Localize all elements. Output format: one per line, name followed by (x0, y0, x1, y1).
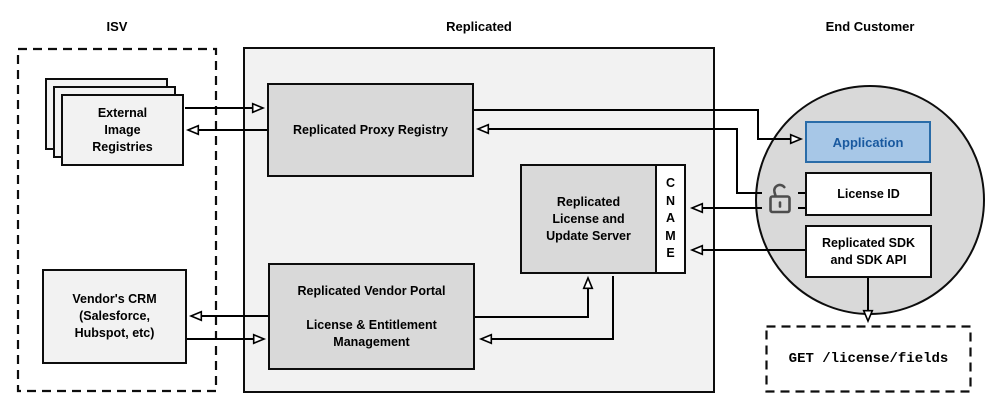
replicated-sdk-label: Replicated SDK and SDK API (821, 235, 916, 267)
open-padlock-glyph (769, 183, 791, 214)
application-box: Application (805, 121, 931, 163)
get-license-fields-label: GET /license/fields (788, 350, 949, 367)
replicated-vendor-portal-label: Replicated Vendor Portal License & Entit… (297, 283, 446, 349)
external-image-registries-box: External Image Registries (61, 94, 184, 166)
cname-label: C N A M E (665, 176, 676, 261)
section-label-end-customer: End Customer (825, 19, 915, 34)
replicated-license-update-server-box: Replicated License and Update Server (520, 164, 657, 274)
replicated-sdk-box: Replicated SDK and SDK API (805, 225, 932, 278)
get-license-fields-box: GET /license/fields (765, 325, 972, 393)
section-label-replicated: Replicated (446, 19, 512, 34)
application-label: Application (832, 134, 904, 150)
open-padlock-icon (762, 179, 798, 217)
vendors-crm-box: Vendor's CRM (Salesforce, Hubspot, etc) (42, 269, 187, 364)
replicated-proxy-registry-box: Replicated Proxy Registry (267, 83, 474, 177)
replicated-vendor-portal-box: Replicated Vendor Portal License & Entit… (268, 263, 475, 370)
license-id-label: License ID (837, 186, 900, 201)
replicated-license-update-server-label: Replicated License and Update Server (546, 194, 631, 243)
replicated-proxy-registry-label: Replicated Proxy Registry (293, 122, 448, 137)
section-label-isv: ISV (106, 19, 128, 34)
vendors-crm-label: Vendor's CRM (Salesforce, Hubspot, etc) (72, 292, 157, 340)
license-id-box: License ID (805, 172, 932, 216)
cname-box: C N A M E (655, 164, 686, 274)
external-image-registries-label: External Image Registries (92, 105, 153, 154)
